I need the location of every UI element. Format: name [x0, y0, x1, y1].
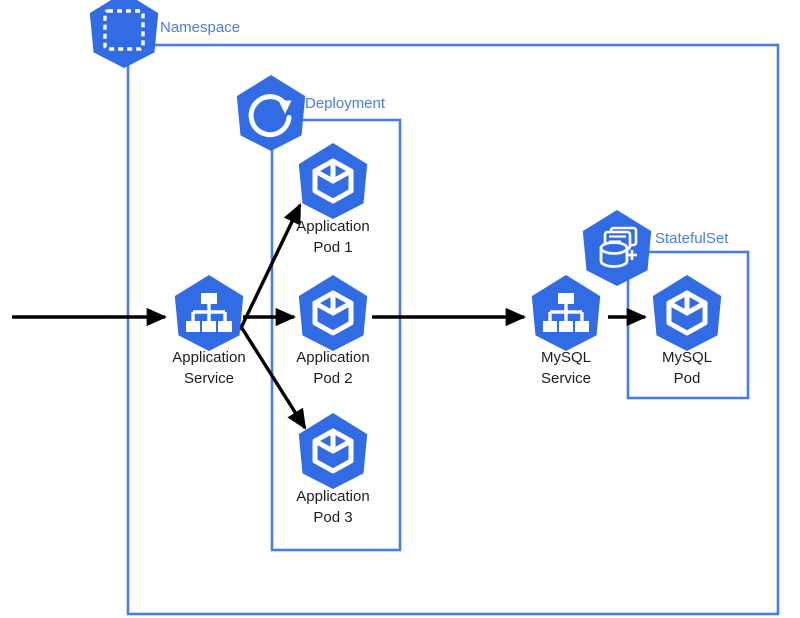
node-label-application-service-line2: Service: [184, 370, 234, 387]
arrow-application-service-to-pod-1: [238, 203, 302, 331]
statefulset-group-label: StatefulSet: [655, 230, 729, 247]
deployment-group-label: Deployment: [305, 95, 386, 112]
pod-icon: [666, 290, 708, 336]
node-application-pod-1: Application Pod 1: [296, 143, 370, 256]
node-mysql-service: MySQL Service: [531, 275, 601, 387]
node-application-pod-2: Application Pod 2: [296, 275, 370, 387]
service-icon: [543, 293, 589, 332]
service-icon: [186, 293, 232, 332]
arrow-layer: [12, 203, 648, 430]
node-label-mysql-service-line2: Service: [541, 370, 591, 387]
node-label-application-pod-3-line1: Application: [296, 488, 369, 505]
deployment-rotate-arrow-icon: [248, 94, 292, 138]
pod-icon: [312, 290, 354, 336]
statefulset-icon: [582, 210, 652, 286]
namespace-group-label: Namespace: [160, 19, 240, 36]
node-label-application-pod-1-line2: Pod 1: [313, 239, 352, 256]
node-label-mysql-pod-line2: Pod: [674, 370, 701, 387]
arrow-application-service-to-pod-3: [238, 324, 307, 430]
namespace-group: [126, 43, 780, 616]
node-label-application-pod-2-line2: Pod 2: [313, 370, 352, 387]
node-mysql-pod: MySQL Pod: [652, 275, 722, 387]
node-label-mysql-pod-line1: MySQL: [662, 349, 712, 366]
node-label-application-pod-2-line1: Application: [296, 349, 369, 366]
namespace-boundary-box: [126, 43, 780, 616]
node-application-service: Application Service: [172, 275, 246, 387]
deployment-boundary-box: [270, 118, 402, 552]
statefulset-stacked-db-icon: [599, 226, 638, 268]
node-application-pod-3: Application Pod 3: [296, 413, 370, 526]
pod-icon: [312, 428, 354, 474]
node-label-mysql-service-line1: MySQL: [541, 349, 591, 366]
deployment-group: [270, 118, 402, 552]
node-label-application-pod-3-line2: Pod 3: [313, 509, 352, 526]
deployment-icon: [236, 75, 306, 151]
pod-icon: [312, 158, 354, 204]
node-label-application-service-line1: Application: [172, 349, 245, 366]
node-label-application-pod-1-line1: Application: [296, 218, 369, 235]
namespace-icon: [89, 0, 159, 68]
